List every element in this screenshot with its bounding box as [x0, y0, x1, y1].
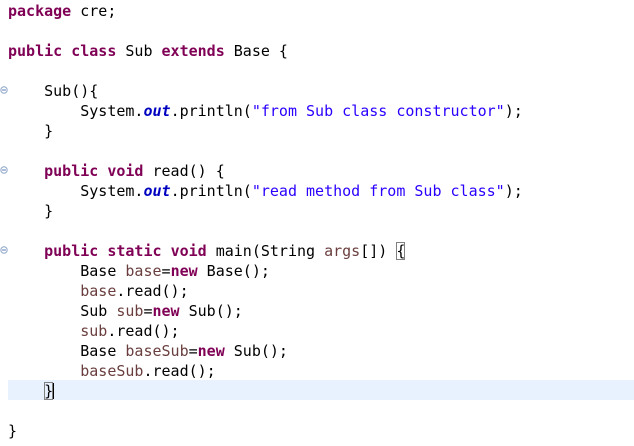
local-variable: sub [116, 302, 144, 320]
closing-brace: } [8, 422, 18, 440]
code-line-constructor-close[interactable]: } [8, 121, 634, 141]
package-name: cre; [71, 2, 117, 20]
code-line-package[interactable]: package cre; [8, 1, 634, 21]
local-variable: sub [80, 322, 108, 340]
keyword: new [197, 342, 225, 360]
static-field-out: out [143, 102, 171, 120]
local-variable: base [80, 282, 117, 300]
method-signature: main(String [206, 242, 325, 260]
text-caret [53, 383, 55, 399]
statement-end: ); [504, 182, 523, 200]
code-line-class-declaration[interactable]: public class Sub extends Base { [8, 41, 634, 61]
type-name: Base [80, 342, 126, 360]
method-signature-end: []) [360, 242, 397, 260]
system-class: System. [80, 102, 144, 120]
code-line-main-5[interactable]: Base baseSub=new Sub(); [8, 341, 634, 361]
operator: = [188, 342, 198, 360]
code-line-main-close[interactable]: } [8, 381, 634, 401]
keyword: class [71, 42, 117, 60]
collapse-marker-icon[interactable] [0, 86, 8, 94]
constructor-signature: Sub(){ [44, 82, 99, 100]
keyword: void [170, 242, 207, 260]
keyword: void [107, 162, 144, 180]
println-call: .println( [170, 102, 252, 120]
closing-brace: } [44, 122, 54, 140]
type-name: Sub [80, 302, 117, 320]
static-field-out: out [143, 182, 171, 200]
method-call: .read(); [143, 362, 216, 380]
method-call: .read(); [107, 322, 180, 340]
keyword: new [170, 262, 198, 280]
system-class: System. [80, 182, 144, 200]
operator: = [161, 262, 171, 280]
current-line-highlight [8, 380, 634, 400]
code-line-main-method[interactable]: public static void main(String args[]) { [8, 241, 634, 261]
keyword: package [8, 2, 72, 20]
keyword: public [8, 42, 63, 60]
superclass: Base { [224, 42, 288, 60]
code-line-read-method[interactable]: public void read() { [8, 161, 634, 181]
string-literal: "from Sub class constructor" [251, 102, 505, 120]
keyword: public [44, 242, 99, 260]
keyword: public [44, 162, 99, 180]
matching-bracket-open: { [396, 242, 406, 260]
code-line-read-println[interactable]: System.out.println("read method from Sub… [8, 181, 634, 201]
closing-brace: } [44, 202, 54, 220]
constructor-call: Base(); [197, 262, 270, 280]
local-variable: baseSub [80, 362, 144, 380]
code-line-main-2[interactable]: base.read(); [8, 281, 634, 301]
matching-bracket-close: } [44, 382, 54, 400]
operator: = [143, 302, 153, 320]
method-call: .read(); [116, 282, 189, 300]
class-name: Sub [116, 42, 162, 60]
constructor-call: Sub(); [224, 342, 288, 360]
local-variable: base [125, 262, 162, 280]
keyword: static [107, 242, 162, 260]
string-literal: "read method from Sub class" [251, 182, 505, 200]
code-line-main-3[interactable]: Sub sub=new Sub(); [8, 301, 634, 321]
keyword: extends [161, 42, 225, 60]
parameter-args: args [324, 242, 361, 260]
code-line-constructor-println[interactable]: System.out.println("from Sub class const… [8, 101, 634, 121]
method-signature: read() { [143, 162, 225, 180]
constructor-call: Sub(); [179, 302, 243, 320]
println-call: .println( [170, 182, 252, 200]
code-line-main-6[interactable]: baseSub.read(); [8, 361, 634, 381]
collapse-marker-icon[interactable] [0, 246, 8, 254]
code-line-main-1[interactable]: Base base=new Base(); [8, 261, 634, 281]
statement-end: ); [504, 102, 523, 120]
local-variable: baseSub [125, 342, 189, 360]
type-name: Base [80, 262, 126, 280]
code-line-class-close[interactable]: } [8, 421, 634, 441]
collapse-marker-icon[interactable] [0, 166, 8, 174]
code-line-constructor[interactable]: Sub(){ [8, 81, 634, 101]
code-line-main-4[interactable]: sub.read(); [8, 321, 634, 341]
keyword: new [152, 302, 180, 320]
code-line-read-close[interactable]: } [8, 201, 634, 221]
